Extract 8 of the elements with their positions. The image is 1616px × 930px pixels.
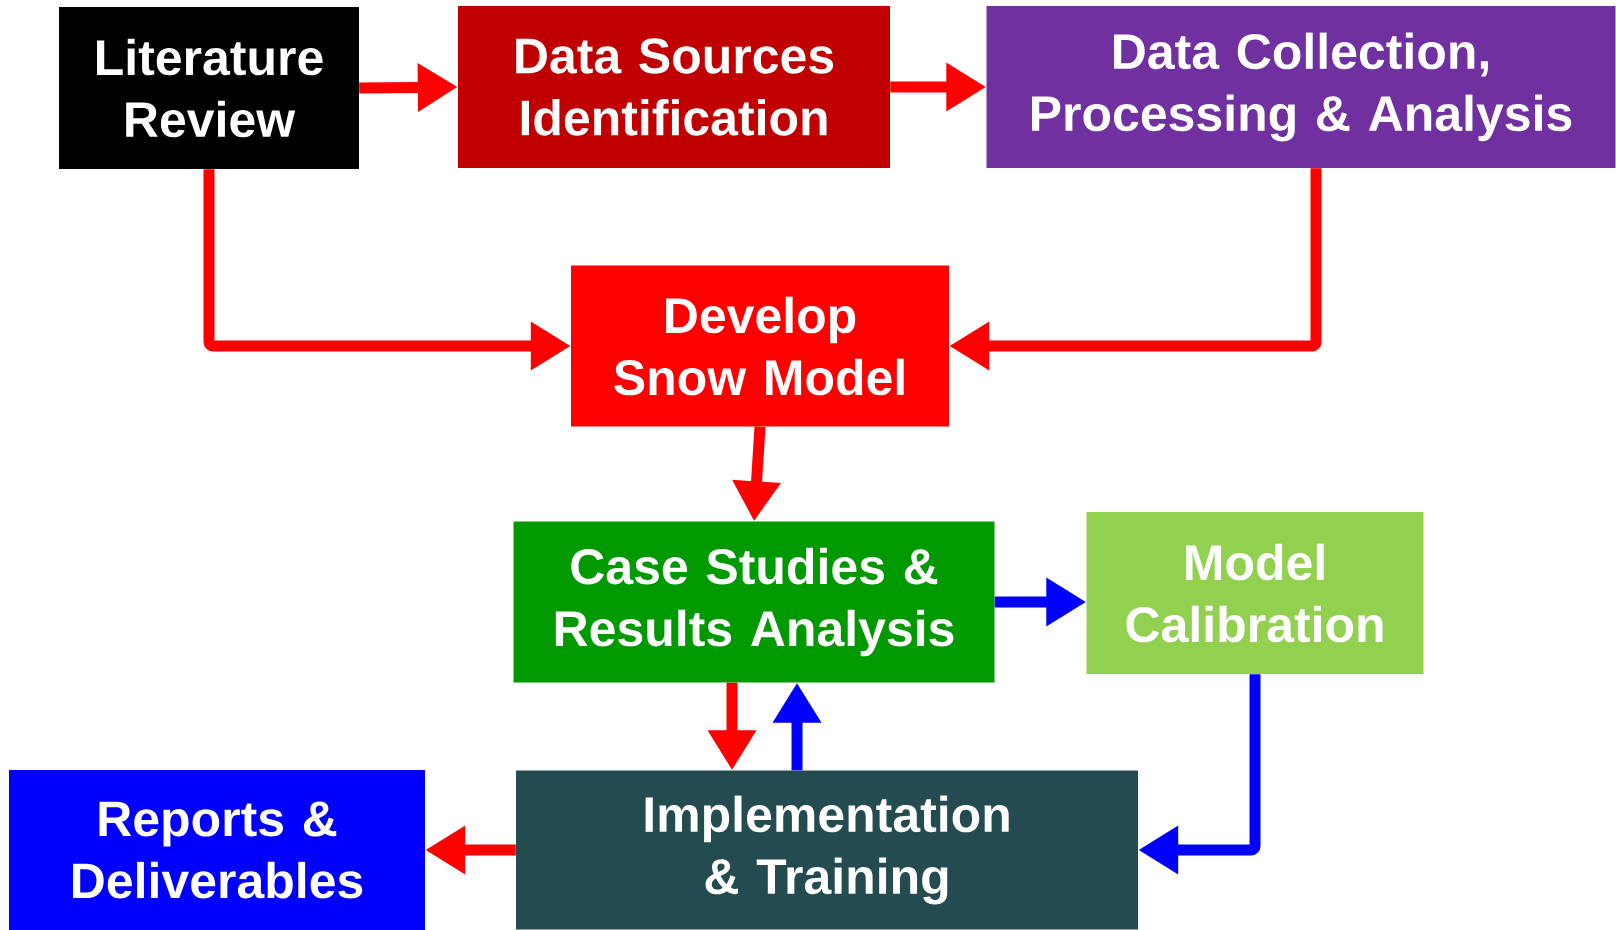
process-box: Implementation & Training bbox=[516, 770, 1138, 930]
process-box: Develop Snow Model bbox=[571, 265, 949, 427]
process-box: Case Studies & Results Analysis bbox=[513, 521, 995, 683]
process-box: Data Collection, Processing & Analysis bbox=[986, 6, 1616, 168]
process-box: Reports & Deliverables bbox=[9, 770, 425, 930]
process-box: Model Calibration bbox=[1086, 512, 1424, 674]
process-box: Data Sources Identification bbox=[458, 6, 890, 168]
process-box: Literature Review bbox=[59, 7, 359, 169]
